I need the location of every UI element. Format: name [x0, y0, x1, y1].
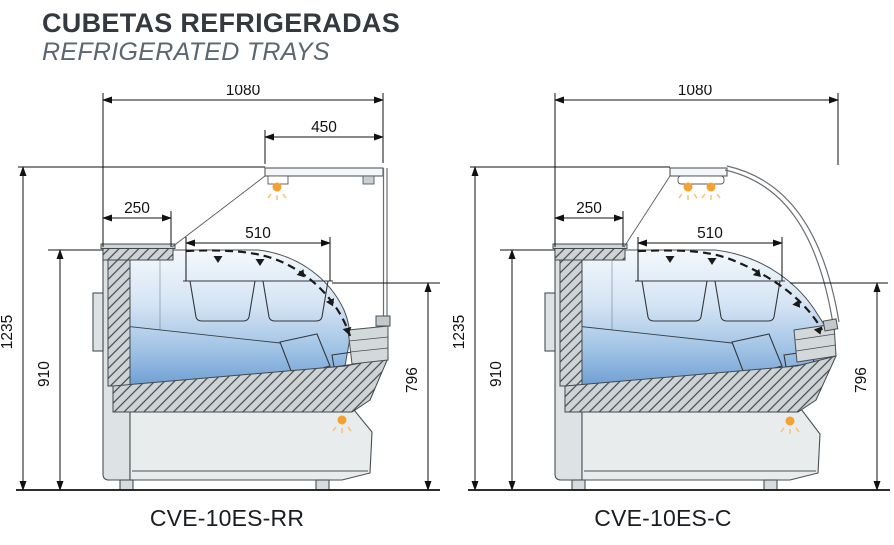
airflow-path — [185, 249, 352, 337]
glass-clamp — [375, 315, 391, 327]
dim-counter-height: 910 — [488, 361, 505, 387]
airflow-arrows — [213, 256, 352, 335]
canopy-lamp-icon — [267, 182, 287, 200]
front-lamp-icon — [332, 415, 352, 433]
dimension-lines — [16, 93, 440, 491]
model-label-right: CVE-10ES-C — [594, 505, 732, 531]
refrigerated-trays — [635, 280, 785, 322]
dim-total-width: 1080 — [678, 85, 713, 99]
canopy — [264, 167, 384, 185]
glass-clamp — [822, 318, 839, 332]
refrigerated-trays — [183, 280, 333, 322]
dim-front-height: 796 — [853, 367, 870, 393]
dim-total-height: 1235 — [0, 315, 16, 349]
insulation — [100, 243, 389, 413]
model-label-left: CVE-10ES-RR — [149, 505, 305, 531]
tray — [189, 280, 256, 322]
diagram-cve-10es-c: 1080 250 510 1235 910 796 — [451, 85, 890, 491]
insulation — [552, 243, 837, 413]
tray — [262, 280, 329, 322]
front-glass-curved — [724, 165, 840, 331]
diagram-cve-10es-rr: 1080 450 250 510 1235 910 796 — [0, 85, 440, 491]
dim-rear-counter-depth: 250 — [576, 200, 602, 217]
dim-total-height: 1235 — [451, 315, 468, 349]
tray — [641, 280, 708, 322]
front-sill — [347, 325, 389, 365]
tray — [714, 280, 781, 322]
front-lamp-icon — [780, 416, 800, 434]
refrigerated-interior — [564, 249, 831, 387]
dim-canopy-width: 450 — [311, 119, 337, 136]
canopy — [669, 167, 728, 185]
dim-tray-width: 510 — [697, 225, 723, 242]
airflow-arrows — [665, 256, 823, 335]
dim-counter-height: 910 — [36, 361, 53, 387]
page-subtitle: REFRIGERATED TRAYS — [42, 38, 330, 66]
page-header: CUBETAS REFRIGERADAS REFRIGERATED TRAYS — [42, 8, 400, 66]
page-title: CUBETAS REFRIGERADAS — [42, 8, 401, 38]
refrigerated-interior — [129, 249, 351, 387]
dim-total-width: 1080 — [226, 85, 261, 99]
dim-rear-counter-depth: 250 — [124, 200, 150, 217]
airflow-path — [637, 249, 823, 331]
dim-front-height: 796 — [404, 367, 421, 393]
dimension-lines — [468, 93, 890, 491]
front-glass-straight — [382, 168, 388, 318]
rear-flap-line — [623, 175, 671, 248]
canopy-lamp-icon — [678, 182, 721, 200]
front-sill — [793, 323, 837, 363]
rear-flap-line — [171, 175, 266, 248]
dim-tray-width: 510 — [245, 225, 271, 242]
